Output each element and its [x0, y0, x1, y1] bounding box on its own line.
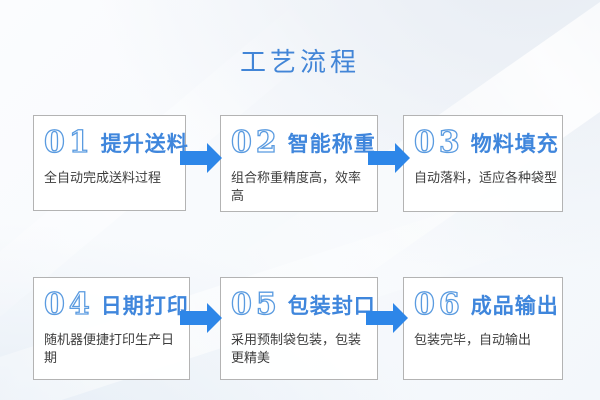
step-title: 物料填充 [470, 131, 559, 156]
step-number: 03 [413, 125, 464, 160]
step-desc: 全自动完成送料过程 [44, 171, 162, 186]
step-card-6: ❖ 06 成品输出 包装完毕，自动输出 [403, 277, 563, 380]
step-head: 05 包装封口 [230, 287, 376, 322]
step-title: 智能称重 [287, 131, 376, 156]
step-number: 01 [43, 125, 94, 160]
step-card-4: 04 日期打印 随机器便捷打印生产日期 [33, 277, 190, 380]
step-head: 02 智能称重 [230, 125, 376, 160]
step-card-2: 02 智能称重 组合称重精度高，效率高 [220, 115, 378, 212]
step-head: 06 成品输出 [413, 287, 559, 322]
step-number: 04 [43, 287, 94, 322]
step-desc: 自动落料，适应各种袋型 [414, 171, 558, 186]
step-desc: 采用预制袋包装，包装更精美 [231, 333, 362, 367]
flow-arrow-right-icon [366, 303, 408, 333]
flow-arrow-right-icon [180, 143, 222, 173]
step-number: 02 [230, 125, 281, 160]
step-title: 成品输出 [470, 293, 559, 318]
step-desc: 随机器便捷打印生产日期 [44, 333, 175, 367]
step-card-3: 03 物料填充 自动落料，适应各种袋型 [403, 115, 563, 212]
step-number: 05 [230, 287, 281, 322]
step-head: 01 提升送料 [43, 125, 187, 160]
page-title: 工艺流程 [239, 48, 360, 78]
step-card-5: 05 包装封口 采用预制袋包装，包装更精美 [220, 277, 378, 380]
step-head: 03 物料填充 [413, 125, 559, 160]
step-title: 包装封口 [287, 293, 376, 318]
step-title: 日期打印 [100, 293, 189, 318]
step-desc: 组合称重精度高，效率高 [231, 171, 362, 205]
step-title: 提升送料 [100, 131, 189, 156]
step-number: 06 [413, 287, 464, 322]
step-card-1: 01 提升送料 全自动完成送料过程 [33, 115, 188, 211]
step-head: 04 日期打印 [43, 287, 187, 322]
flow-arrow-right-icon [368, 143, 410, 173]
flow-arrow-right-icon [180, 303, 222, 333]
step-desc: 包装完毕，自动输出 [414, 333, 532, 348]
